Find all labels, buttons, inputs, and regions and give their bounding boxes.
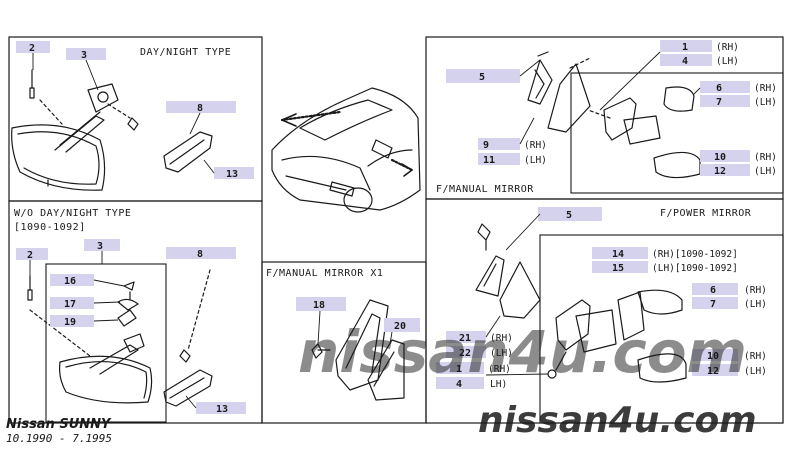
frame-manual-mirror-x1 <box>261 261 427 424</box>
tag-power-1: 1 <box>456 364 462 375</box>
rh-power-1: (RH) <box>488 364 511 375</box>
tag-manual-4: 4 <box>682 56 688 67</box>
lh-range-power-15: (LH)[1090-1092] <box>652 263 738 274</box>
lh-manual-4: (LH) <box>716 56 739 67</box>
mirror-cover-day-night <box>163 131 213 173</box>
tag-power-15: 15 <box>612 263 624 274</box>
mirror-body-manual <box>587 86 701 179</box>
tag-manual-6: 6 <box>716 83 722 94</box>
watermark-corner: nissan4u.com <box>478 400 757 441</box>
inner-frame-power-mirror-body <box>539 234 784 424</box>
lh-manual-12: (LH) <box>754 166 777 177</box>
tag-manual-7: 7 <box>716 97 722 108</box>
manual-mirror-x1 <box>311 299 405 401</box>
rh-manual-1: (RH) <box>716 42 739 53</box>
tag-power-12: 12 <box>707 366 719 377</box>
inner-frame-mirror-body <box>570 72 784 194</box>
arrow-head-door <box>401 163 413 177</box>
lh-power-4: LH) <box>490 379 507 390</box>
range-wo-day-night: [1090-1092] <box>14 222 86 233</box>
lh-power-7: (LH) <box>744 299 767 310</box>
lh-power-22: (LH) <box>490 348 513 359</box>
tag-x1-18: 18 <box>313 300 325 311</box>
tag-day-night-2: 2 <box>29 43 35 54</box>
title-day-night: DAY/NIGHT TYPE <box>140 47 231 58</box>
title-wo-day-night: W/O DAY/NIGHT TYPE <box>14 208 131 219</box>
footer-model: Nissan SUNNY <box>6 417 112 432</box>
mirror-body-power <box>547 289 687 383</box>
tag-manual-11: 11 <box>483 155 495 166</box>
tag-power-5: 5 <box>566 210 572 221</box>
rh-range-power-14: (RH)[1090-1092] <box>652 249 738 260</box>
lh-power-12: (LH) <box>744 366 767 377</box>
tag-power-22: 22 <box>459 348 471 359</box>
tag-wo-2: 2 <box>27 250 33 261</box>
rh-power-21: (RH) <box>490 333 513 344</box>
tag-wo-17: 17 <box>64 299 76 310</box>
tag-power-4: 4 <box>456 379 462 390</box>
title-manual-mirror: F/MANUAL MIRROR <box>436 184 534 195</box>
tag-manual-10: 10 <box>714 152 726 163</box>
title-manual-mirror-x1: F/MANUAL MIRROR X1 <box>266 268 383 279</box>
tag-wo-13: 13 <box>216 404 228 415</box>
tag-wo-8: 8 <box>197 249 203 260</box>
tag-day-night-3: 3 <box>81 50 87 61</box>
rh-manual-10: (RH) <box>754 152 777 163</box>
frame-wo-day-night <box>8 200 263 424</box>
rh-manual-9: (RH) <box>524 140 547 151</box>
tag-wo-3: 3 <box>97 241 103 252</box>
tag-power-21: 21 <box>459 333 471 344</box>
tag-manual-1: 1 <box>682 42 688 53</box>
tag-power-6: 6 <box>710 285 716 296</box>
door-patch-manual <box>527 51 591 133</box>
lh-manual-7: (LH) <box>754 97 777 108</box>
footer-dates: 10.1990 - 7.1995 <box>6 432 112 445</box>
rh-power-6: (RH) <box>744 285 767 296</box>
door-patch-power <box>475 223 541 319</box>
rh-power-10: (RH) <box>744 351 767 362</box>
arrow-head-mirror <box>281 113 297 127</box>
tag-manual-12: 12 <box>714 166 726 177</box>
tag-x1-20: 20 <box>394 321 406 332</box>
title-power-mirror: F/POWER MIRROR <box>660 208 752 219</box>
tag-wo-16: 16 <box>64 276 76 287</box>
rh-manual-6: (RH) <box>754 83 777 94</box>
tag-wo-19: 19 <box>64 317 76 328</box>
watermark-center: nissan4u.com <box>298 318 747 386</box>
tag-manual-9: 9 <box>483 140 489 151</box>
arrow-line-mirror <box>280 110 342 122</box>
tag-power-7: 7 <box>710 299 716 310</box>
tag-power-14: 14 <box>612 249 624 260</box>
rearview-mirror-day-night <box>11 69 139 191</box>
mirror-cover-wo-day-night <box>163 369 213 407</box>
car-illustration <box>271 87 421 213</box>
tag-manual-5: 5 <box>479 72 485 83</box>
tag-day-night-13: 13 <box>226 169 238 180</box>
rearview-mirror-wo-day-night <box>27 269 211 404</box>
lh-manual-11: (LH) <box>524 155 547 166</box>
inner-frame-mirror-kit <box>45 263 167 423</box>
tag-day-night-8: 8 <box>197 103 203 114</box>
tag-power-10: 10 <box>707 351 719 362</box>
